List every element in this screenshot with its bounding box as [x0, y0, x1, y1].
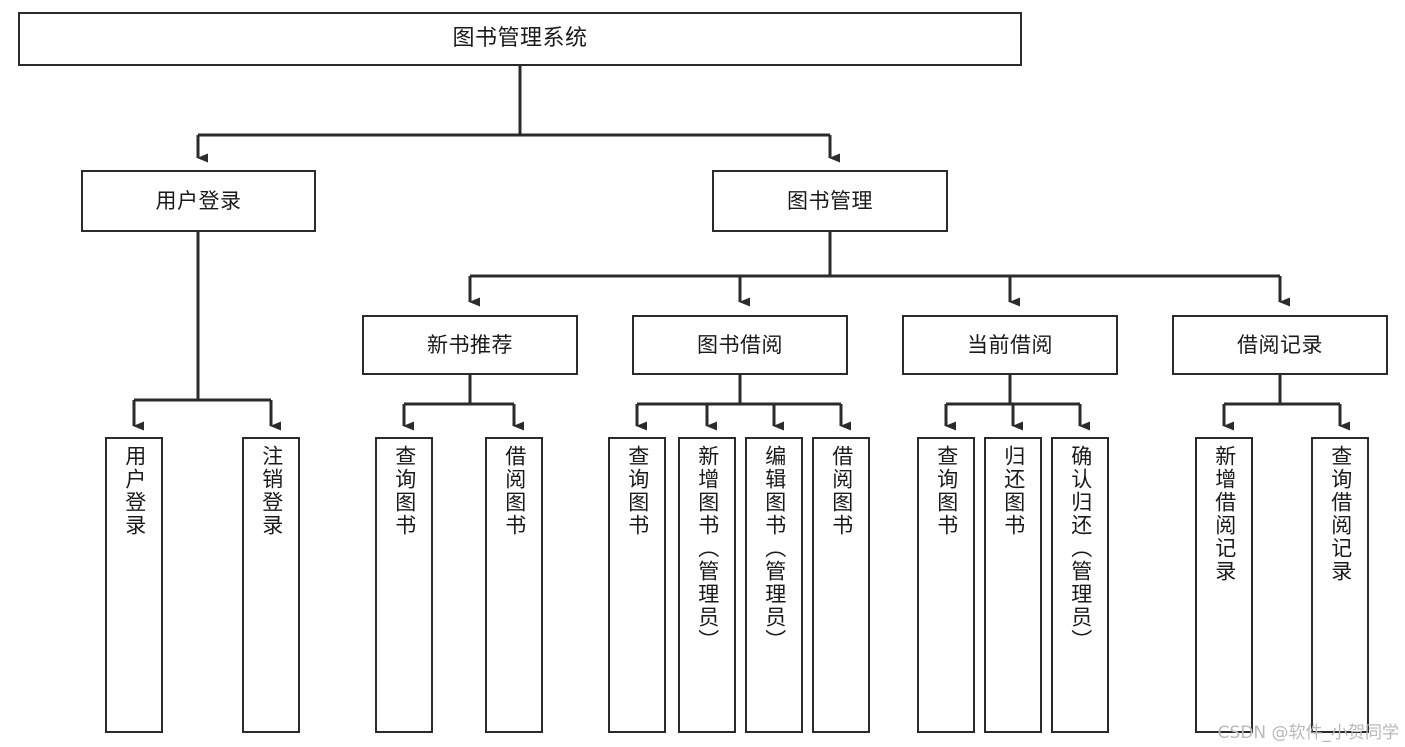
node-book-borrow[interactable]: 图书借阅 — [632, 315, 848, 375]
node-new-book-recommend[interactable]: 新书推荐 — [362, 315, 578, 375]
leaf-records-query-record[interactable]: 查询借阅记录 — [1311, 437, 1369, 733]
node-label: 借阅图书 — [502, 445, 527, 537]
leaf-borrow-add-book-admin[interactable]: 新增图书（管理员） — [678, 437, 736, 733]
node-label: 当前借阅 — [967, 332, 1053, 357]
node-label: 新增图书（管理员） — [695, 445, 720, 652]
leaf-user-logout[interactable]: 注销登录 — [242, 437, 300, 733]
leaf-user-login[interactable]: 用户登录 — [105, 437, 163, 733]
node-label: 归还图书 — [1001, 445, 1026, 537]
node-label: 用户登录 — [155, 188, 242, 213]
node-current-borrow[interactable]: 当前借阅 — [902, 315, 1118, 375]
leaf-borrow-edit-book-admin[interactable]: 编辑图书（管理员） — [745, 437, 803, 733]
node-label: 编辑图书（管理员） — [762, 445, 787, 652]
node-label: 图书管理系统 — [452, 26, 588, 52]
node-root-system[interactable]: 图书管理系统 — [18, 12, 1022, 66]
node-label: 新书推荐 — [427, 332, 513, 357]
node-label: 注销登录 — [259, 445, 284, 537]
node-label: 查询图书 — [625, 445, 650, 537]
node-borrow-records[interactable]: 借阅记录 — [1172, 315, 1388, 375]
node-label: 借阅图书 — [829, 445, 854, 537]
leaf-current-confirm-return-admin[interactable]: 确认归还（管理员） — [1051, 437, 1109, 733]
leaf-borrow-borrow-book[interactable]: 借阅图书 — [812, 437, 870, 733]
leaf-recommend-borrow-book[interactable]: 借阅图书 — [485, 437, 543, 733]
node-label: 查询图书 — [934, 445, 959, 537]
node-label: 查询图书 — [392, 445, 417, 537]
node-label: 新增借阅记录 — [1212, 445, 1237, 583]
leaf-recommend-query-book[interactable]: 查询图书 — [375, 437, 433, 733]
node-book-management[interactable]: 图书管理 — [712, 170, 948, 232]
leaf-borrow-query-book[interactable]: 查询图书 — [608, 437, 666, 733]
leaf-current-return-book[interactable]: 归还图书 — [984, 437, 1042, 733]
node-label: 图书借阅 — [697, 332, 783, 357]
leaf-current-query-book[interactable]: 查询图书 — [917, 437, 975, 733]
node-label: 确认归还（管理员） — [1068, 445, 1093, 652]
node-label: 借阅记录 — [1237, 332, 1323, 357]
leaf-records-add-record[interactable]: 新增借阅记录 — [1195, 437, 1253, 733]
node-label: 用户登录 — [122, 445, 147, 537]
node-label: 查询借阅记录 — [1328, 445, 1353, 583]
node-user-login[interactable]: 用户登录 — [81, 170, 316, 232]
node-label: 图书管理 — [787, 188, 873, 213]
